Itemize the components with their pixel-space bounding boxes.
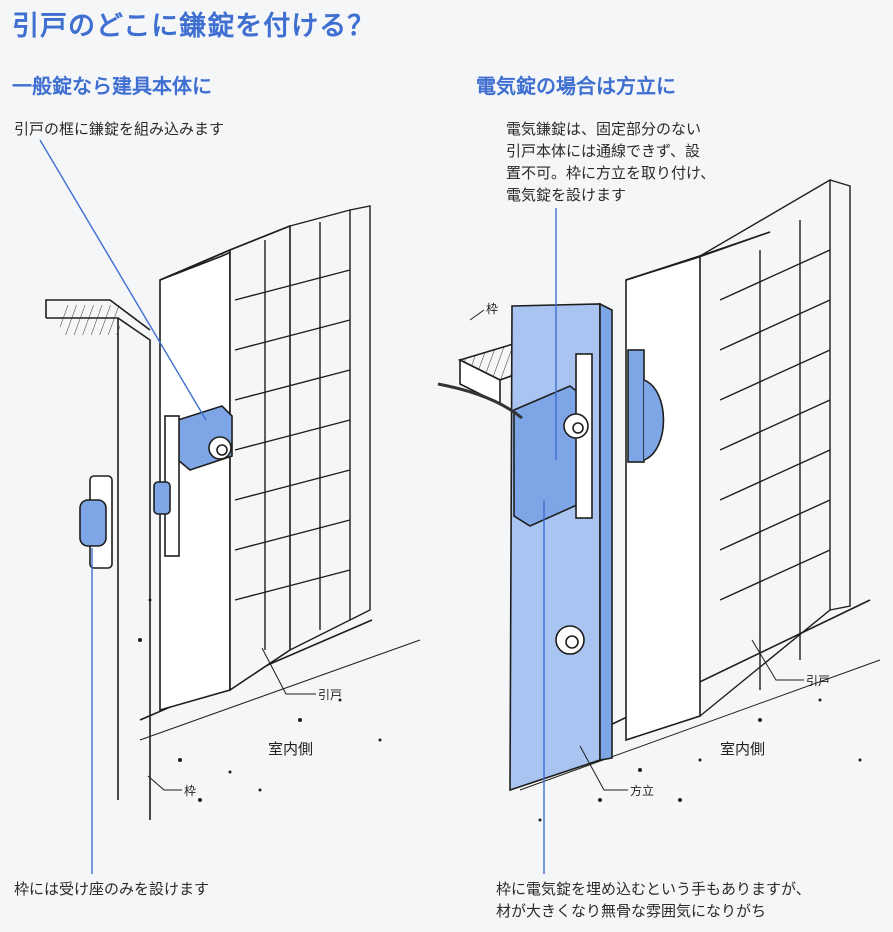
- right-floor-edge-2: [519, 659, 881, 791]
- right-label-frame: 枠: [486, 302, 499, 316]
- right-note-bottom: 枠に電気錠を埋め込むという手もありますが、 材が大きくなり無骨な雰囲気になりがち: [496, 878, 811, 922]
- right-leader-door: [751, 639, 804, 681]
- right-leader-frame: [469, 309, 485, 321]
- left-door-side: [229, 224, 291, 692]
- right-note-line-1: 電気鎌錠は、固定部分のない: [506, 120, 702, 138]
- right-door-pull: [643, 379, 665, 461]
- left-lattice: [234, 205, 371, 651]
- left-lock-latch: [153, 481, 171, 515]
- right-door-stile: [625, 254, 701, 742]
- right-note-bottom-line-2: 材が大きくなり無骨な雰囲気になりがち: [496, 902, 767, 920]
- right-note-line-3: 置不可。枠に方立を取り付け、: [506, 164, 716, 182]
- right-door-top: [625, 231, 771, 281]
- right-door-latch-plate: [627, 349, 645, 463]
- left-note-bottom: 枠には受け座のみを設けます: [14, 880, 210, 898]
- left-floor-edge-2: [139, 639, 421, 741]
- left-lock-cylinder: [208, 436, 232, 460]
- right-note-line-2: 引戸本体には通線できず、設: [506, 142, 700, 160]
- right-leader-mullion: [579, 745, 628, 791]
- left-leader-lock: [39, 139, 207, 421]
- left-heading: 一般錠なら建具本体に: [12, 74, 212, 98]
- left-illustration: [39, 139, 421, 874]
- right-note-line-4: 電気錠を設けます: [506, 186, 627, 204]
- right-mullion-cylinder: [555, 625, 585, 655]
- right-label-room: 室内側: [720, 740, 766, 758]
- left-note-top: 引戸の框に鎌錠を組み込みます: [14, 120, 225, 138]
- left-leader-frame: [147, 775, 182, 791]
- right-mullion-side: [599, 302, 613, 761]
- right-note-top: 電気鎌錠は、固定部分のない 引戸本体には通線できず、設 置不可。枠に方立を取り付…: [506, 118, 715, 206]
- right-lattice: [699, 178, 851, 717]
- left-floor-speckles: [138, 598, 382, 802]
- page-title: 引戸のどこに鎌錠を付ける？: [12, 11, 376, 42]
- left-strike-box: [79, 499, 107, 547]
- right-heading: 電気錠の場合は方立に: [476, 74, 676, 98]
- right-illustration: [437, 178, 881, 874]
- left-leader-door: [261, 647, 316, 695]
- left-frame-top-grain: [60, 305, 120, 335]
- right-elock-cable: [437, 382, 523, 420]
- left-label-room: 室内側: [268, 740, 314, 758]
- left-label-frame: 枠: [184, 784, 197, 798]
- right-label-mullion: 方立: [630, 784, 655, 798]
- right-elock-cylinder: [563, 413, 589, 439]
- right-floor-speckles: [538, 698, 862, 822]
- right-note-bottom-line-1: 枠に電気錠を埋め込むという手もありますが、: [496, 880, 811, 898]
- left-label-door: 引戸: [318, 688, 343, 702]
